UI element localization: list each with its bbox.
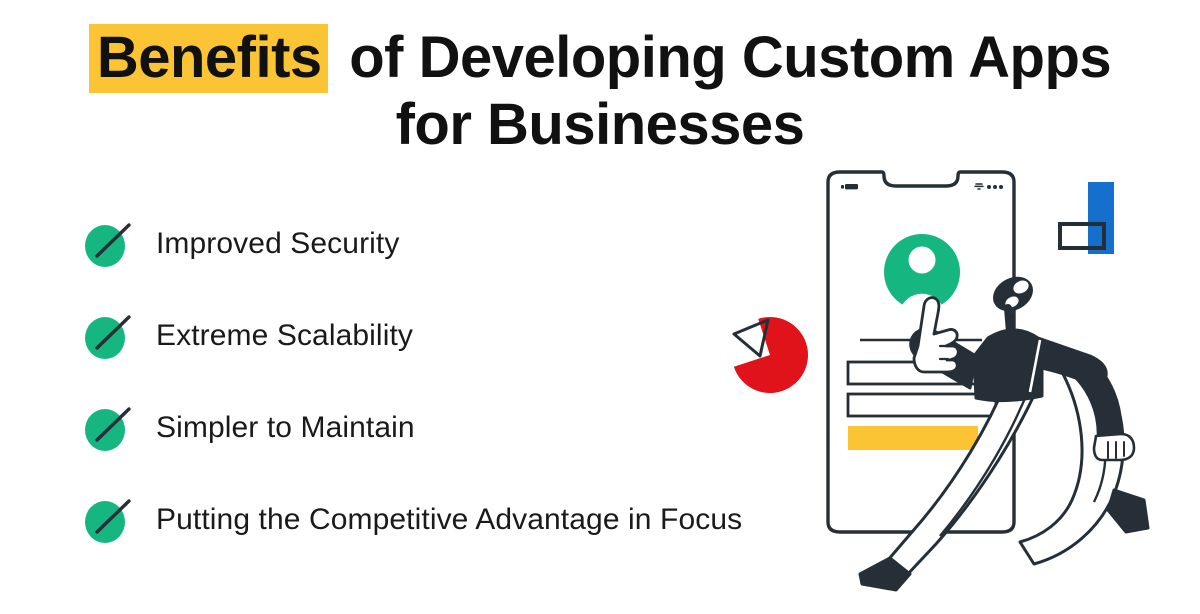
battery-icon <box>841 184 858 190</box>
list-item-label: Putting the Competitive Advantage in Foc… <box>156 503 743 536</box>
page-title: Benefits of Developing Custom Apps for B… <box>0 24 1200 159</box>
blue-rectangle-shape <box>1088 182 1114 254</box>
page-title-highlight: Benefits <box>88 24 328 93</box>
check-tick-icon <box>84 313 131 359</box>
list-item-label: Simpler to Maintain <box>156 411 415 444</box>
list-item: Putting the Competitive Advantage in Foc… <box>84 474 824 566</box>
text-input-field[interactable] <box>846 392 998 418</box>
page-title-line-1: Benefits of Developing Custom Apps <box>0 24 1200 93</box>
list-item: Improved Security <box>84 198 824 290</box>
triangle-outline-shape <box>732 318 770 358</box>
head <box>992 276 1034 336</box>
hand <box>1092 432 1136 462</box>
red-pie-shape <box>733 317 808 393</box>
list-item-label: Improved Security <box>156 227 400 260</box>
page-title-line-2: for Businesses <box>395 92 805 158</box>
check-tick-icon <box>84 221 131 267</box>
submit-button[interactable] <box>848 426 978 450</box>
check-tick-icon <box>84 497 131 543</box>
person-figure <box>858 276 1150 592</box>
shoe <box>1106 488 1150 534</box>
list-item-label: Extreme Scalability <box>156 319 413 352</box>
page-title-line-1-rest: of Developing Custom Apps <box>333 25 1112 90</box>
list-item: Extreme Scalability <box>84 290 824 382</box>
person-using-mobile-app-illustration <box>690 160 1190 600</box>
benefits-list: Improved Security Extreme Scalability Si… <box>84 198 824 566</box>
outlined-rectangle-shape <box>1058 222 1106 250</box>
check-tick-icon <box>84 405 131 451</box>
pointing-hand-icon <box>912 296 960 374</box>
shoe <box>858 556 912 592</box>
wifi-signal-icon <box>974 183 1003 190</box>
list-item: Simpler to Maintain <box>84 382 824 474</box>
